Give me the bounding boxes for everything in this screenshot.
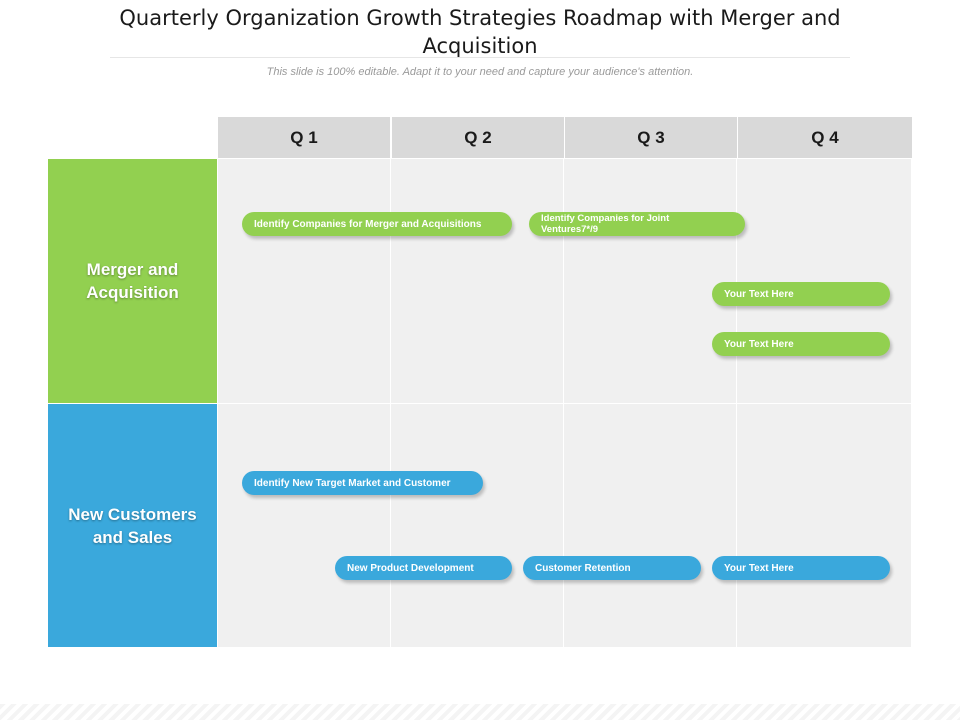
- task-label: Identify Companies for Joint Ventures7*/…: [541, 213, 670, 235]
- task-bar-merger[interactable]: Identify Companies for Joint Ventures7*/…: [529, 212, 745, 236]
- task-label: Your Text Here: [724, 288, 794, 300]
- row-label-text: New Customers and Sales: [68, 504, 197, 547]
- task-label: Your Text Here: [724, 562, 794, 574]
- footer-pattern: [0, 704, 960, 720]
- column-header-q4: Q 4: [737, 117, 912, 158]
- title-divider: [110, 57, 850, 58]
- task-bar-merger[interactable]: Your Text Here: [712, 282, 890, 306]
- task-bar-customers[interactable]: New Product Development: [335, 556, 512, 580]
- task-label: Customer Retention: [535, 562, 631, 574]
- task-label: Identify Companies for Merger and Acquis…: [254, 218, 482, 230]
- row-label-merger-acquisition: Merger and Acquisition: [48, 159, 217, 403]
- column-header-q3: Q 3: [564, 117, 737, 158]
- column-header-q1: Q 1: [218, 117, 390, 158]
- row-label-text: Merger and Acquisition: [86, 260, 179, 302]
- grid-divider: [218, 403, 911, 404]
- task-label: New Product Development: [347, 562, 474, 574]
- task-bar-merger[interactable]: Identify Companies for Merger and Acquis…: [242, 212, 512, 236]
- row-label-new-customers-sales: New Customers and Sales: [48, 404, 217, 647]
- task-bar-merger[interactable]: Your Text Here: [712, 332, 890, 356]
- slide-subtitle: This slide is 100% editable. Adapt it to…: [266, 66, 694, 78]
- slide-title: Quarterly Organization Growth Strategies…: [119, 6, 841, 58]
- task-bar-customers[interactable]: Customer Retention: [523, 556, 701, 580]
- task-label: Identify New Target Market and Customer: [254, 477, 451, 489]
- task-bar-customers[interactable]: Your Text Here: [712, 556, 890, 580]
- task-bar-customers[interactable]: Identify New Target Market and Customer: [242, 471, 483, 495]
- column-header-q2: Q 2: [391, 117, 564, 158]
- task-label: Your Text Here: [724, 338, 794, 350]
